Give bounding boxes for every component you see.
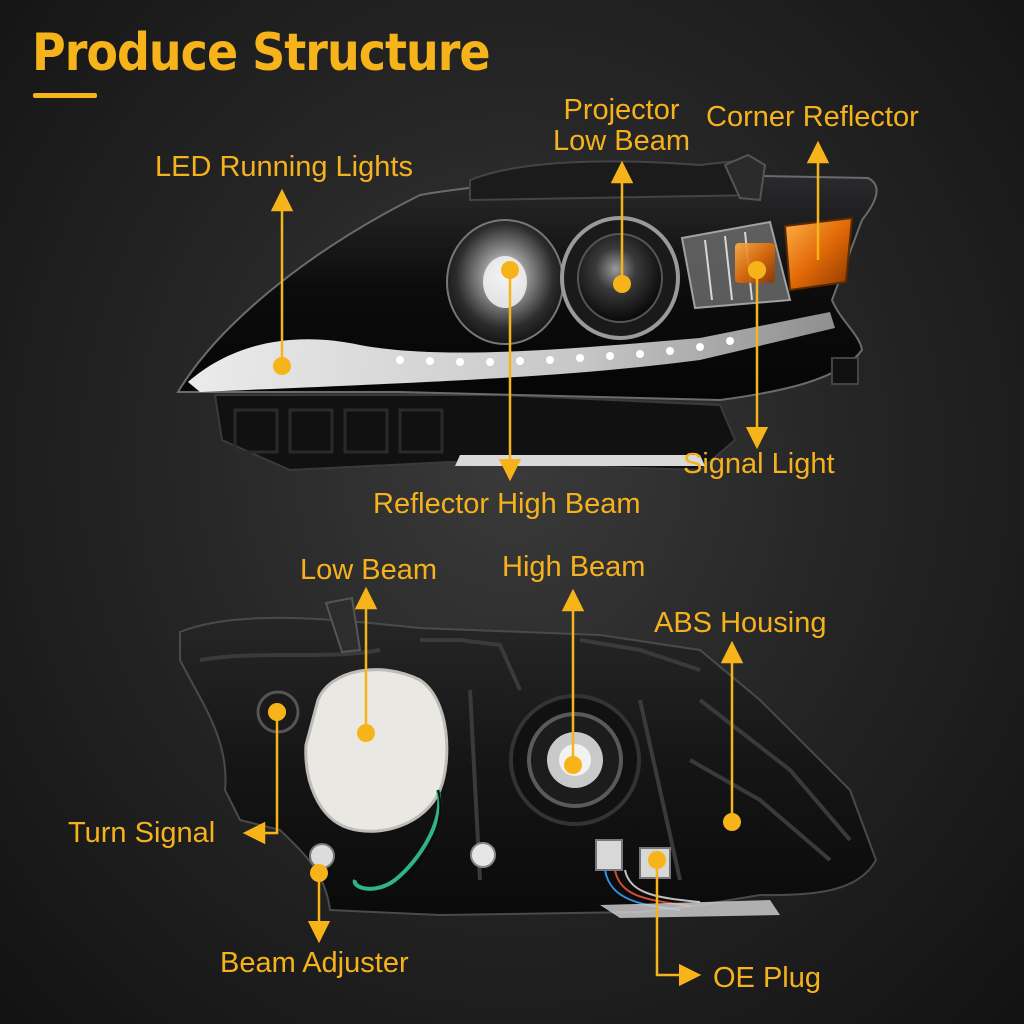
page-title: Produce Structure bbox=[32, 22, 491, 83]
dot-reflector-high-beam bbox=[501, 261, 519, 279]
label-projector-low-beam-line2: Low Beam bbox=[553, 125, 691, 157]
dot-projector-low-beam bbox=[613, 275, 631, 293]
dot-signal-light bbox=[748, 261, 766, 279]
dot-led-running-lights bbox=[273, 357, 291, 375]
dot-low-beam bbox=[357, 724, 375, 742]
label-beam-adjuster: Beam Adjuster bbox=[220, 947, 409, 979]
label-reflector-high-beam: Reflector High Beam bbox=[373, 488, 641, 520]
dot-oe-plug bbox=[648, 851, 666, 869]
dot-turn-signal bbox=[268, 703, 286, 721]
title-underline bbox=[33, 93, 97, 98]
label-low-beam: Low Beam bbox=[300, 554, 438, 586]
dot-high-beam bbox=[564, 756, 582, 774]
label-oe-plug: OE Plug bbox=[713, 962, 821, 994]
arrow-oe-plug bbox=[655, 860, 702, 987]
label-abs-housing: ABS Housing bbox=[654, 607, 827, 639]
label-turn-signal: Turn Signal bbox=[68, 817, 216, 849]
label-projector-low-beam: Projector Low Beam bbox=[553, 95, 690, 157]
label-led-running-lights: LED Running Lights bbox=[155, 151, 413, 183]
label-projector-low-beam-line1: Projector bbox=[563, 94, 680, 126]
arrow-turn-signal bbox=[242, 712, 279, 845]
label-corner-reflector: Corner Reflector bbox=[706, 101, 919, 133]
dot-abs-housing bbox=[723, 813, 741, 831]
dot-beam-adjuster bbox=[310, 864, 328, 882]
label-signal-light: Signal Light bbox=[683, 448, 835, 480]
label-high-beam: High Beam bbox=[502, 551, 646, 583]
